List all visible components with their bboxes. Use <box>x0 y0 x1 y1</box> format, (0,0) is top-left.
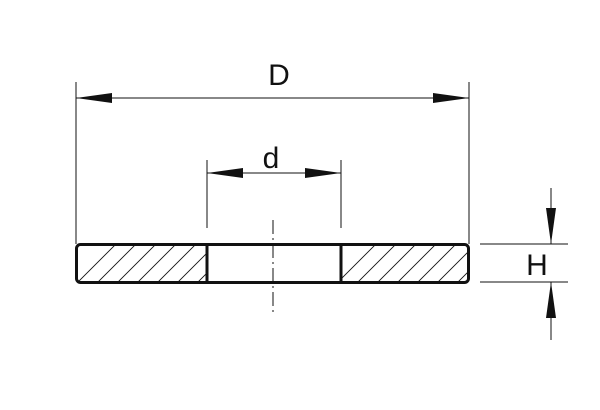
inner-diameter-label: d <box>263 142 280 175</box>
arrow-left-outer <box>76 93 112 103</box>
arrow-right-inner <box>305 168 341 178</box>
height-label: H <box>526 249 548 282</box>
arrow-right-outer <box>433 93 469 103</box>
washer-section <box>75 243 470 284</box>
outer-diameter-label: D <box>268 59 290 92</box>
dimension-outer-diameter: D <box>76 59 469 103</box>
arrow-left-inner <box>207 168 243 178</box>
arrow-bottom-height <box>546 282 556 318</box>
dimension-height: H <box>526 188 556 340</box>
hatch-right <box>341 246 468 282</box>
dimension-inner-diameter: d <box>207 142 341 178</box>
hatch-left <box>78 246 206 282</box>
arrow-top-height <box>546 208 556 244</box>
